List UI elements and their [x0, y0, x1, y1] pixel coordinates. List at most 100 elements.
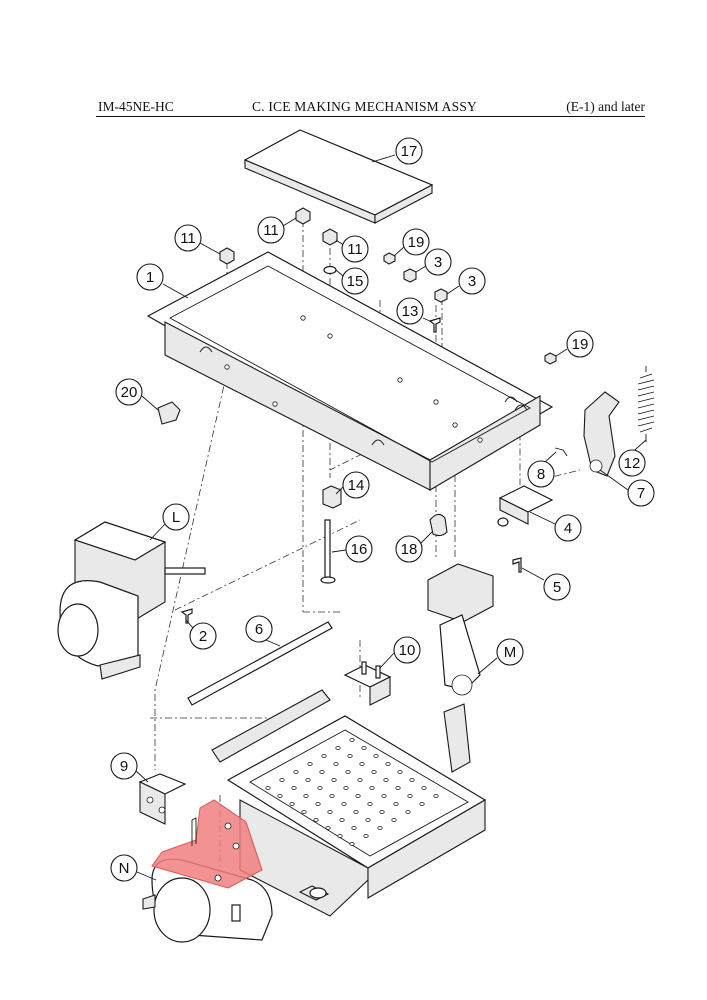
tray-hole [315, 802, 321, 806]
callout: 17 [371, 137, 423, 165]
tray-hole [291, 786, 297, 790]
tray-hole [345, 770, 351, 774]
svg-text:3: 3 [434, 254, 442, 271]
callout: 1 [136, 263, 189, 299]
tray-hole [379, 810, 385, 814]
svg-text:5: 5 [553, 579, 561, 596]
callout: 3 [415, 248, 452, 276]
tray-hole [349, 842, 355, 846]
ice-tray-assembly [211, 689, 487, 917]
tray-hole [301, 810, 307, 814]
tray-hole [265, 786, 271, 790]
part-12-spring [637, 366, 655, 442]
svg-text:8: 8 [537, 466, 545, 483]
tray-hole [351, 826, 357, 830]
svg-text:4: 4 [564, 520, 572, 537]
callout: 11 [335, 235, 369, 263]
tray-hole [293, 770, 299, 774]
svg-text:M: M [504, 644, 517, 661]
callout: 12 [618, 439, 647, 477]
tray-hole [279, 778, 285, 782]
callout: 15 [335, 267, 369, 295]
tray-hole [277, 794, 283, 798]
bracket-hole [232, 842, 240, 850]
tray-hole [325, 826, 331, 830]
tray-hole [365, 818, 371, 822]
tray-hole [369, 786, 375, 790]
tray-hole [367, 802, 373, 806]
tray-hole [407, 794, 413, 798]
svg-text:15: 15 [347, 273, 364, 290]
tray-hole [433, 794, 439, 798]
svg-text:20: 20 [121, 384, 138, 401]
tray-hole [329, 794, 335, 798]
tray-hole [385, 762, 391, 766]
tray-hole [383, 778, 389, 782]
tray-hole [405, 810, 411, 814]
svg-text:12: 12 [624, 455, 641, 472]
svg-text:19: 19 [572, 336, 589, 353]
callout: 16 [331, 535, 373, 563]
callout: M [477, 638, 524, 675]
callout: 19 [393, 228, 430, 257]
tray-hole [347, 754, 353, 758]
part-L-motor-assembly [57, 521, 206, 680]
tray-hole [303, 794, 309, 798]
tray-hole [317, 786, 323, 790]
svg-text:11: 11 [180, 230, 196, 247]
svg-text:6: 6 [255, 621, 263, 638]
svg-text:14: 14 [348, 477, 365, 494]
callout: 9 [110, 752, 149, 783]
callout: N [110, 854, 157, 882]
tray-hole [377, 826, 383, 830]
tray-hole [397, 770, 403, 774]
part-1-base-frame [146, 251, 554, 491]
tray-hole [371, 770, 377, 774]
tray-hole [421, 786, 427, 790]
tray-hole [307, 762, 313, 766]
tray-hole [343, 786, 349, 790]
tray-hole [335, 746, 341, 750]
svg-text:L: L [172, 509, 180, 526]
part-8-pin [554, 447, 568, 457]
model-number: IM-45NE-HC [98, 99, 174, 114]
tray-hole [321, 754, 327, 758]
tray-hole [373, 754, 379, 758]
part-6-shaft [187, 621, 333, 706]
svg-text:N: N [119, 860, 130, 877]
svg-text:19: 19 [408, 234, 425, 251]
callout: 18 [395, 531, 433, 563]
tray-hole [339, 818, 345, 822]
svg-text:2: 2 [199, 628, 207, 645]
header-rule [96, 116, 645, 117]
highlighted-motor-bracket [151, 799, 263, 889]
callout-labels: 17 11 11 11 19 3 15 1 3 13 19 20 8 12 7 … [110, 137, 655, 882]
callout: 4 [529, 511, 582, 542]
tray-hole [319, 770, 325, 774]
part-M-actuator [427, 563, 494, 773]
svg-text:11: 11 [347, 241, 363, 258]
tray-hole [313, 818, 319, 822]
callout: 6 [245, 615, 281, 647]
section-title: C. ICE MAKING MECHANISM ASSY [252, 99, 478, 114]
svg-text:9: 9 [120, 758, 128, 775]
callout: 11 [257, 216, 297, 244]
part-10-bracket [343, 661, 392, 706]
tray-hole [341, 802, 347, 806]
svg-text:7: 7 [637, 485, 645, 502]
tray-hole [381, 794, 387, 798]
tray-hole [391, 818, 397, 822]
tray-hole [395, 786, 401, 790]
callout: 5 [521, 567, 571, 601]
tray-hole [327, 810, 333, 814]
tray-hole [363, 834, 369, 838]
tray-hole [355, 794, 361, 798]
part-4-bracket [497, 485, 554, 527]
callout: 3 [446, 267, 486, 295]
callout: 2 [185, 619, 217, 650]
svg-text:3: 3 [468, 273, 476, 290]
tray-hole [419, 802, 425, 806]
fasteners [157, 207, 557, 624]
